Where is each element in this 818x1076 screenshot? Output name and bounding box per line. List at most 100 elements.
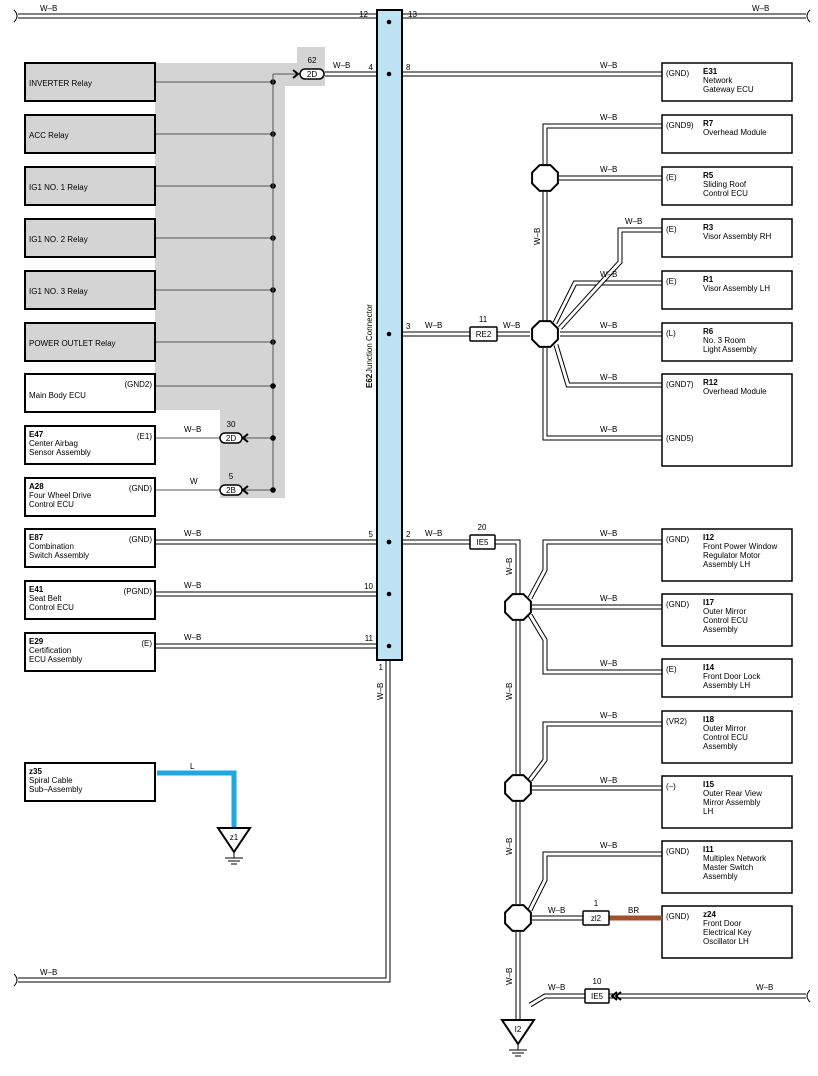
relay-group-shade: [155, 47, 325, 498]
ground-label: z1: [230, 833, 239, 842]
component-name-line: Control ECU: [703, 616, 748, 625]
junction-pin-number: 13: [408, 10, 417, 19]
relay-6: POWER OUTLET Relay: [24, 322, 156, 362]
component-code: I12: [703, 533, 715, 542]
component-name-line: Assembly: [703, 625, 738, 634]
wire-label: W–B: [756, 983, 773, 992]
terminal-label: (GND): [129, 484, 152, 493]
component-code: I14: [703, 663, 715, 672]
relay-name: IG1 NO. 2 Relay: [29, 235, 88, 244]
wire-label: W–B: [600, 61, 617, 70]
component-name-line: Front Power Window: [703, 542, 777, 551]
wire-label: W–B: [600, 594, 617, 603]
junction-pin-number: 2: [406, 530, 411, 539]
component-name-line: Assembly LH: [703, 560, 750, 569]
wire-label: W–B: [548, 906, 565, 915]
component-name-line: Sliding Roof: [703, 180, 747, 189]
component-name-line: Assembly: [703, 872, 738, 881]
connector-2d-30: 2D 30: [219, 420, 243, 444]
terminal-label: (E): [666, 225, 677, 234]
relay-name: POWER OUTLET Relay: [29, 339, 116, 348]
connector-label: IE5: [476, 538, 489, 547]
relay-name: INVERTER Relay: [29, 79, 92, 88]
component-name-line: Main Body ECU: [29, 391, 86, 400]
wire-label-vertical: W–B: [505, 838, 514, 855]
component-name-line: Center Airbag: [29, 439, 78, 448]
connector-chevron: [292, 69, 300, 79]
wire-label: W–B: [600, 373, 617, 382]
wire-i18: [528, 721, 662, 782]
connector-pin: 5: [229, 472, 234, 481]
wire-label: L: [190, 762, 195, 771]
component-code: I15: [703, 780, 715, 789]
component-code: I18: [703, 715, 715, 724]
connector-pin: 20: [478, 523, 487, 532]
terminal-label: (GND): [129, 535, 152, 544]
wire-label: W–B: [625, 217, 642, 226]
component-code: R5: [703, 171, 714, 180]
wire-label: W–B: [600, 425, 617, 434]
component-name-line: Switch Assembly: [29, 551, 89, 560]
relay-1: INVERTER Relay: [24, 62, 156, 102]
relay-3: IG1 NO. 1 Relay: [24, 166, 156, 206]
wire-i12: [527, 539, 662, 600]
splice-b: [531, 320, 559, 348]
bottom-bus-wire: [13, 660, 391, 987]
top-bus-wire: [13, 9, 811, 23]
connector-ie5-20: IE5 20: [469, 523, 496, 550]
connector-label: 2D: [226, 434, 236, 443]
component-name-line: Light Assembly: [703, 345, 757, 354]
wire-label: W–B: [184, 633, 201, 642]
wire-label: W–B: [425, 321, 442, 330]
junction-pin-number: 12: [359, 10, 368, 19]
wire-label: W–B: [40, 4, 57, 13]
component-name-line: Control ECU: [29, 500, 74, 509]
junction-name: Junction Connector: [365, 304, 374, 373]
wire-label: W–B: [184, 529, 201, 538]
junction-pin-number: 5: [369, 530, 374, 539]
terminal-label: (PGND): [124, 587, 153, 596]
wire-label: W–B: [503, 321, 520, 330]
connector-label: 2D: [307, 70, 317, 79]
component-name-line: Outer Mirror: [703, 607, 746, 616]
component-name-line: Front Door: [703, 919, 742, 928]
component-name-line: Control ECU: [29, 603, 74, 612]
wire-label: W–B: [333, 61, 350, 70]
wire-label: BR: [628, 906, 639, 915]
junction-pin-dot: [386, 643, 392, 649]
terminal-label: (GND): [666, 535, 689, 544]
wire-label: W–B: [752, 4, 769, 13]
ground-label: I2: [515, 1025, 522, 1034]
component-name-line: Electrical Key: [703, 928, 751, 937]
terminal-label: (E1): [137, 432, 152, 441]
connector-chevron: [610, 991, 618, 1001]
connector-chevron: [241, 485, 249, 495]
relay-name: IG1 NO. 1 Relay: [29, 183, 88, 192]
component-name-line: Control ECU: [703, 189, 748, 198]
junction-pin-dot: [386, 539, 392, 545]
splice-a: [531, 164, 559, 192]
terminal-label: (E): [141, 639, 152, 648]
wire-label: W–B: [600, 776, 617, 785]
terminal-label: (GND): [666, 912, 689, 921]
component-name-line: ECU Assembly: [29, 655, 82, 664]
component-code: I11: [703, 845, 714, 854]
connector-pin: 30: [227, 420, 236, 429]
spiral-cable-wire: [157, 770, 237, 828]
component-name-line: Visor Assembly LH: [703, 284, 770, 293]
